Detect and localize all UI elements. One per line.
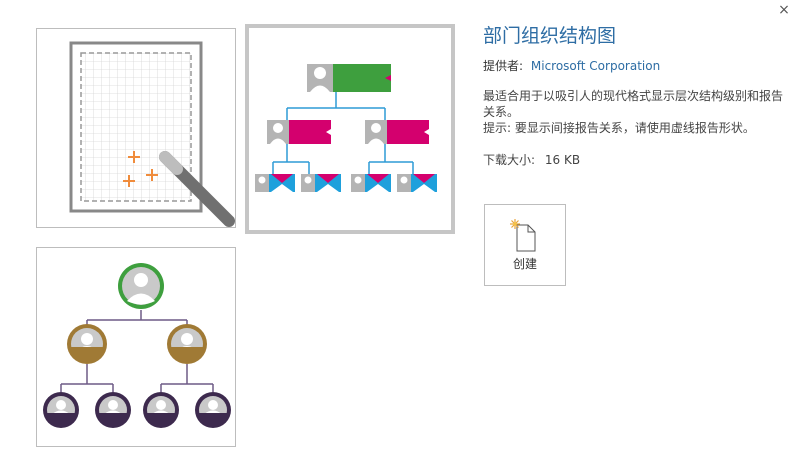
template-description: 最适合用于以吸引人的现代格式显示层次结构级别和报告关系。 提示: 要显示间接报告… <box>483 88 788 136</box>
download-size-label: 下载大小: <box>483 153 536 167</box>
template-details: 部门组织结构图 提供者: Microsoft Corporation 最适合用于… <box>483 22 788 168</box>
description-text: 最适合用于以吸引人的现代格式显示层次结构级别和报告关系。 <box>483 89 784 119</box>
provider-row: 提供者: Microsoft Corporation <box>483 58 788 74</box>
provider-name: Microsoft Corporation <box>530 59 661 73</box>
org-chart-boxes-icon <box>255 64 437 192</box>
download-size: 下载大小: 16 KB <box>483 152 788 168</box>
provider-label: 提供者: <box>483 59 524 73</box>
template-blank-drawing[interactable] <box>36 28 236 228</box>
download-size-value: 16 KB <box>544 153 581 167</box>
new-document-icon <box>510 219 536 252</box>
create-button-label: 创建 <box>512 257 537 271</box>
template-title: 部门组织结构图 <box>483 25 617 47</box>
org-chart-photo-icon <box>43 263 231 428</box>
close-button[interactable]: × <box>778 2 790 18</box>
description-tip: 提示: 要显示间接报告关系，请使用虚线报告形状。 <box>483 121 755 135</box>
template-org-chart[interactable] <box>245 24 455 234</box>
create-button[interactable]: 创建 <box>484 204 566 286</box>
template-photo-org-chart[interactable] <box>36 247 236 447</box>
blank-drawing-icon <box>69 41 235 227</box>
